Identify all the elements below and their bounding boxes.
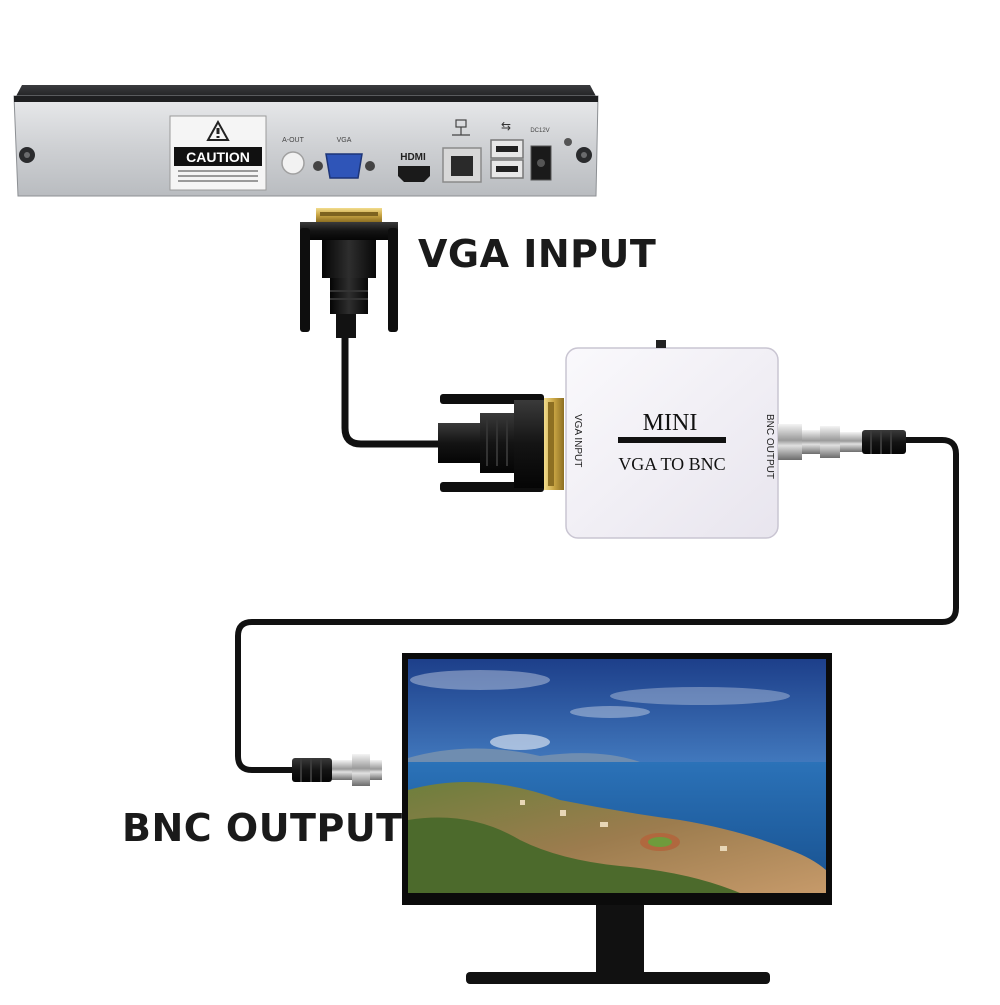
converter-divider <box>618 437 726 443</box>
dc-port-label: DC12V <box>530 128 549 134</box>
converter-subtitle: VGA TO BNC <box>618 454 725 474</box>
converter-output-label: BNC OUTPUT <box>764 414 775 479</box>
audio-out-port <box>281 151 305 175</box>
monitor-stand-neck <box>596 905 644 975</box>
aout-label: A-OUT <box>282 137 305 144</box>
hdmi-port-label: HDMI <box>400 152 426 163</box>
bnc-plug-converter <box>778 424 906 460</box>
caution-sticker: CAUTION <box>169 115 267 191</box>
converter-input-label: VGA INPUT <box>572 414 583 467</box>
monitor-chin <box>402 893 832 905</box>
usb-icon: ⇆ <box>501 119 511 133</box>
bnc-cable <box>235 437 959 773</box>
bnc-output-callout: BNC OUTPUT <box>122 806 403 850</box>
converter-title: MINI <box>643 410 698 436</box>
hdmi-port <box>398 166 430 182</box>
monitor <box>402 653 832 984</box>
vga-input-callout: VGA INPUT <box>418 232 657 276</box>
caution-text: CAUTION <box>186 149 250 165</box>
mini-converter: MINI VGA TO BNC VGA INPUT BNC OUTPUT <box>565 340 779 539</box>
monitor-screen <box>408 659 826 893</box>
bnc-plug-monitor <box>292 754 382 786</box>
ground-screw-icon <box>564 138 572 146</box>
cables <box>235 331 959 773</box>
vga-plug-side <box>438 394 564 492</box>
vga-port <box>325 153 363 179</box>
dvr-recorder: CAUTION A-OUT VGA HDMI ⇆ DC12V <box>13 85 599 197</box>
vga-cable <box>341 331 444 448</box>
warning-triangle-icon <box>206 119 230 141</box>
monitor-stand-base <box>466 972 770 984</box>
network-icon <box>452 119 470 136</box>
vga-plug-top <box>300 208 398 338</box>
vga-port-label: VGA <box>337 137 352 144</box>
